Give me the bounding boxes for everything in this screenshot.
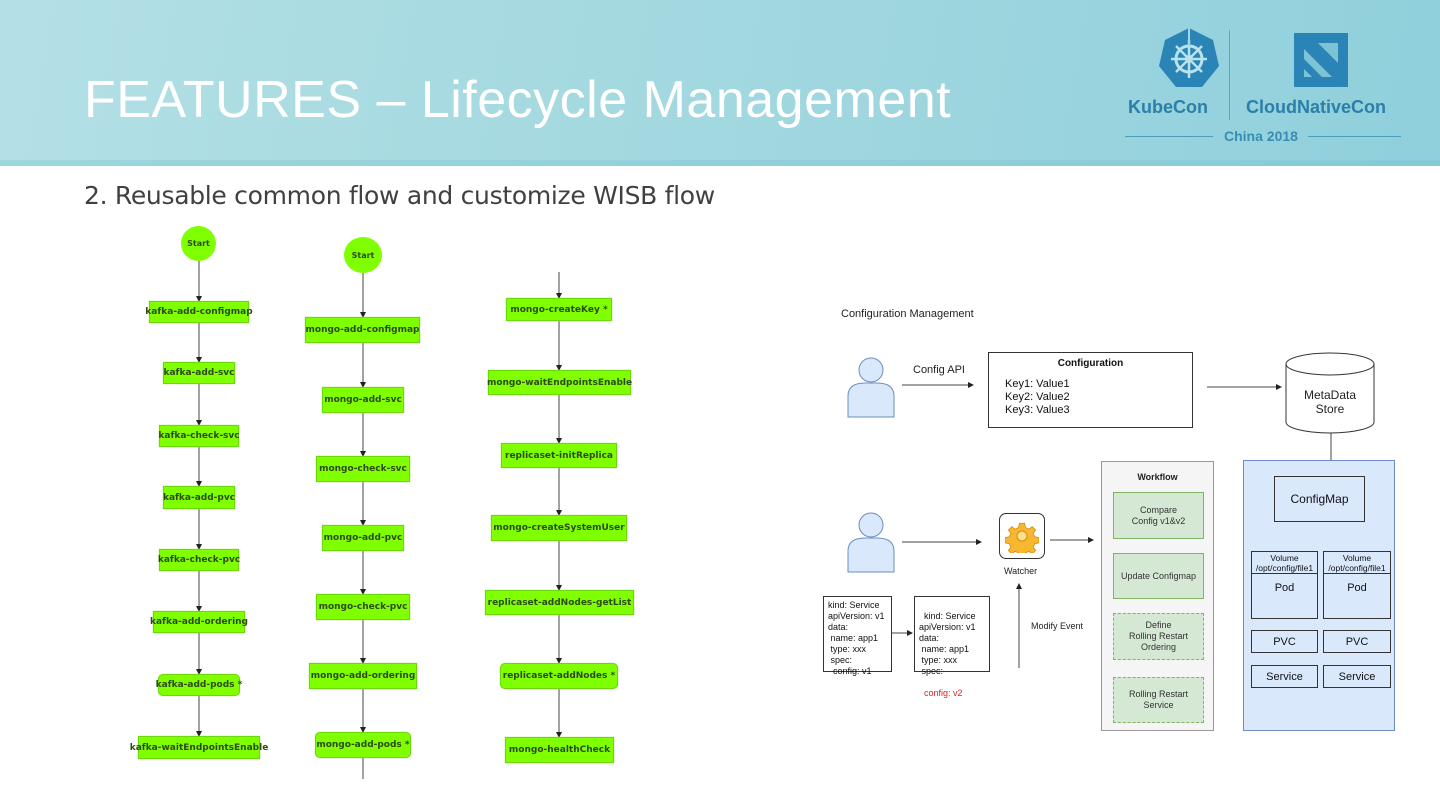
replicaset-step-node: mongo-createKey * (506, 298, 612, 321)
config-api-label: Config API (913, 364, 965, 376)
pod-box: Volume /opt/config/file1 Pod (1251, 551, 1318, 619)
pod-box: Volume /opt/config/file1 Pod (1323, 551, 1391, 619)
service-box: Service (1251, 665, 1318, 688)
modify-event-label: Modify Event (1031, 621, 1084, 631)
replicaset-step-node: replicaset-initReplica (501, 443, 617, 468)
kafka-step-node: kafka-waitEndpointsEnable (130, 736, 268, 759)
kafka-step-node: kafka-add-configmap (145, 301, 253, 323)
mongo-step-node: mongo-check-pvc (316, 594, 410, 620)
service-yaml-v1: kind: Service apiVersion: v1 data: name:… (823, 596, 892, 676)
mongo-start-node: Start (344, 237, 382, 273)
kubecon-logo-text: KubeCon (1128, 97, 1208, 117)
cncf-logo-icon (1294, 33, 1348, 92)
store-line-1: MetaData (1303, 388, 1357, 402)
metadata-store-label: MetaData Store (1300, 388, 1360, 416)
metadata-store-icon (1285, 352, 1375, 439)
config-key-line: Key1: Value1 (1005, 378, 1070, 390)
store-line-2: Store (1315, 402, 1345, 416)
volume-label: Volume /opt/config/file1 (1324, 552, 1390, 574)
config-mgmt-title: Configuration Management (841, 308, 974, 320)
watcher-label: Watcher (1004, 566, 1038, 576)
service-yaml-v2: kind: Service apiVersion: v1 data: name:… (914, 596, 990, 698)
configmap-box: ConfigMap (1274, 476, 1365, 522)
section-subtitle: 2. Reusable common flow and customize WI… (84, 181, 715, 210)
k8s-resources-panel: ConfigMap Volume /opt/config/file1 Pod V… (1243, 460, 1395, 731)
kafka-step-node: kafka-add-pvc (163, 486, 235, 509)
configuration-title: Configuration (1057, 358, 1124, 369)
pvc-box: PVC (1251, 630, 1318, 653)
page-title: FEATURES – Lifecycle Management (84, 71, 952, 129)
pod-label: Pod (1347, 582, 1367, 594)
watcher-gear-icon (999, 513, 1045, 559)
config-key-line: Key3: Value3 (1005, 404, 1070, 416)
workflow-panel: Workflow Compare Config v1&v2 Update Con… (1101, 461, 1214, 731)
replicaset-step-node: mongo-waitEndpointsEnable (487, 370, 632, 395)
kafka-start-node: Start (181, 226, 216, 261)
replicaset-step-node: mongo-healthCheck (505, 737, 614, 763)
mongo-step-node: mongo-add-svc (322, 387, 404, 413)
replicaset-step-node: replicaset-addNodes * (500, 663, 618, 689)
mongo-step-node: mongo-add-configmap (305, 317, 420, 343)
kafka-step-node: kafka-check-pvc (158, 549, 240, 571)
operator-user-icon (847, 511, 895, 578)
workflow-title: Workflow (1137, 472, 1178, 482)
pvc-box: PVC (1323, 630, 1391, 653)
replicaset-step-node: mongo-createSystemUser (491, 515, 627, 541)
workflow-step: Define Rolling Restart Ordering (1113, 613, 1204, 660)
logo-divider (1229, 30, 1230, 120)
logo-rule-left (1125, 136, 1213, 137)
mongo-step-node: mongo-add-pvc (322, 525, 404, 551)
workflow-step: Update Configmap (1113, 553, 1204, 599)
pod-label: Pod (1274, 582, 1295, 594)
mongo-step-node: mongo-check-svc (316, 456, 410, 482)
workflow-step: Rolling Restart Service (1113, 677, 1204, 723)
service-box: Service (1323, 665, 1391, 688)
volume-label: Volume /opt/config/file1 (1252, 552, 1317, 574)
kafka-step-node: kafka-add-ordering (150, 611, 248, 633)
event-label: China 2018 (1224, 128, 1298, 144)
mongo-step-node: mongo-add-pods * (315, 732, 411, 758)
config-key-line: Key2: Value2 (1005, 391, 1070, 403)
kafka-step-node: kafka-add-svc (163, 362, 235, 384)
mongo-step-node: mongo-add-ordering (309, 663, 417, 689)
workflow-step: Compare Config v1&v2 (1113, 492, 1204, 539)
yaml-v2-changed-line: config: v2 (919, 688, 963, 698)
cloudnativecon-logo-text: CloudNativeCon (1246, 97, 1387, 117)
kafka-step-node: kafka-check-svc (158, 425, 240, 447)
configuration-box: Configuration Key1: Value1 Key2: Value2 … (988, 352, 1193, 428)
user-icon (847, 356, 895, 423)
kafka-step-node: kafka-add-pods * (156, 674, 242, 696)
kubernetes-logo-icon (1130, 26, 1230, 95)
yaml-v2-unchanged: kind: Service apiVersion: v1 data: name:… (919, 611, 976, 676)
logo-rule-right (1308, 136, 1401, 137)
replicaset-step-node: replicaset-addNodes-getList (485, 590, 634, 615)
